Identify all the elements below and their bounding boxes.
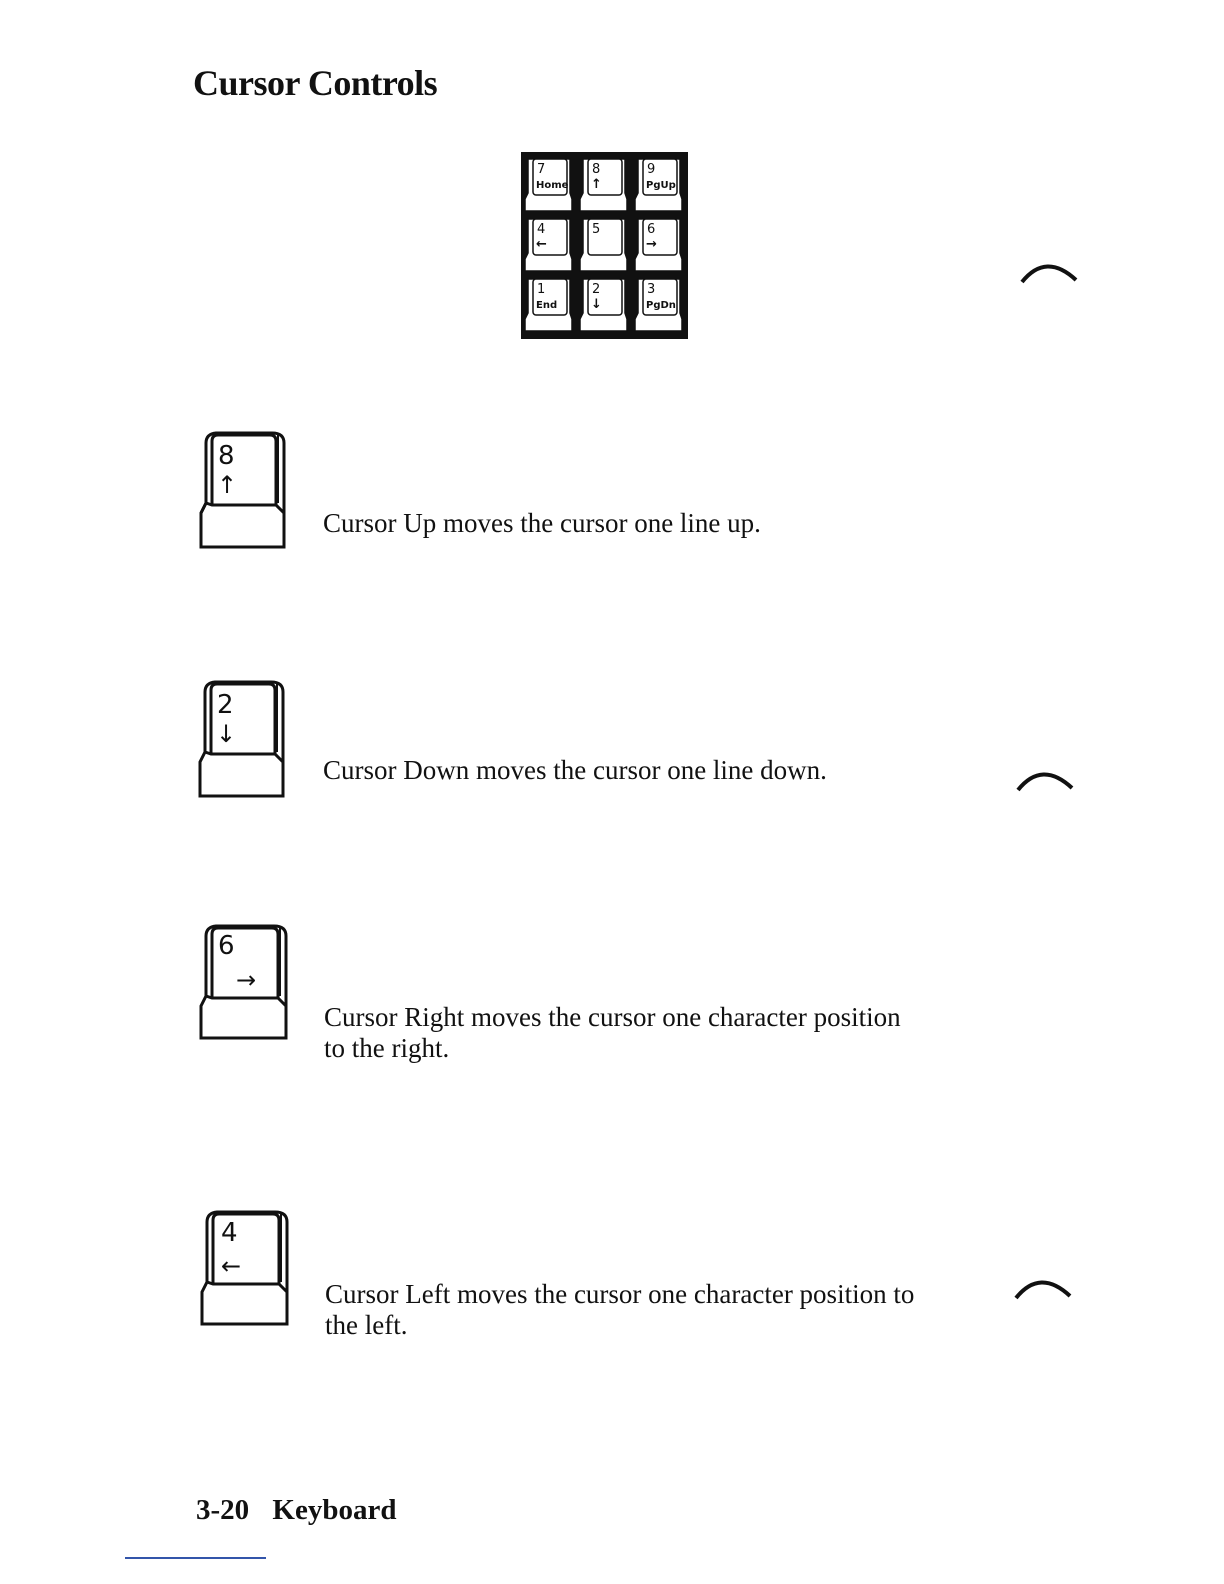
keypad-key-5: 5 [579, 218, 628, 272]
margin-arc-mark [1020, 264, 1078, 284]
cursor-right-key-illustration: 6 → [199, 924, 288, 1040]
keypad-key-number: 9 [647, 162, 655, 177]
key-number: 6 [218, 931, 235, 961]
cursor-up-key-illustration: 8 ↑ [199, 431, 286, 549]
keypad-key-8: 8↑ [579, 158, 628, 212]
cursor-left-description: Cursor Left moves the cursor one charact… [325, 1279, 914, 1341]
margin-arc-mark [1014, 1280, 1072, 1300]
keypad-key-4: 4← [524, 218, 573, 272]
page-footer: 3-20 Keyboard [196, 1494, 396, 1527]
key-number: 8 [218, 441, 235, 471]
key-number: 4 [221, 1218, 238, 1248]
description-line: Cursor Left moves the cursor one charact… [325, 1279, 915, 1309]
bottom-rule [125, 1557, 266, 1559]
description-line: the left. [325, 1310, 408, 1340]
keypad-key-6: 6→ [634, 218, 683, 272]
keypad-key-label: → [646, 237, 657, 252]
page-title: Cursor Controls [193, 63, 438, 103]
keypad-key-number: 2 [592, 282, 600, 297]
keypad-key-number: 8 [592, 162, 600, 177]
keypad-key-label: PgUp [646, 180, 676, 191]
keypad-key-label: PgDn [646, 300, 676, 311]
down-arrow-icon: ↓ [216, 720, 236, 748]
description-line: Cursor Up moves the cursor one line up. [323, 508, 761, 538]
right-arrow-icon: → [236, 966, 256, 994]
up-arrow-icon: ↑ [217, 471, 237, 499]
keypad-key-label: ↑ [591, 177, 602, 192]
margin-arc-mark [1016, 772, 1074, 792]
key-number: 2 [217, 690, 234, 720]
page-number: 3-20 [196, 1494, 250, 1526]
cursor-right-description: Cursor Right moves the cursor one charac… [324, 1002, 901, 1064]
description-line: to the right. [324, 1033, 450, 1063]
section-name: Keyboard [272, 1494, 397, 1526]
keypad-key-label: ↓ [591, 297, 602, 312]
keypad-key-number: 4 [537, 222, 545, 237]
keypad-key-number: 5 [592, 222, 600, 237]
keypad-key-number: 6 [647, 222, 655, 237]
keypad-key-number: 7 [537, 162, 545, 177]
keypad-key-label: End [536, 300, 557, 311]
keypad-key-number: 3 [647, 282, 655, 297]
cursor-down-key-illustration: 2 ↓ [198, 680, 285, 798]
description-line: Cursor Right moves the cursor one charac… [324, 1002, 901, 1032]
description-line: Cursor Down moves the cursor one line do… [323, 755, 827, 785]
cursor-down-description: Cursor Down moves the cursor one line do… [323, 755, 827, 786]
left-arrow-icon: ← [221, 1252, 241, 1280]
cursor-up-description: Cursor Up moves the cursor one line up. [323, 508, 761, 539]
keypad-key-label: Home [536, 180, 569, 191]
keypad-key-number: 1 [537, 282, 545, 297]
keypad-key-label: ← [536, 237, 547, 252]
cursor-left-key-illustration: 4 ← [200, 1210, 289, 1326]
keypad-key-2: 2↓ [579, 278, 628, 332]
